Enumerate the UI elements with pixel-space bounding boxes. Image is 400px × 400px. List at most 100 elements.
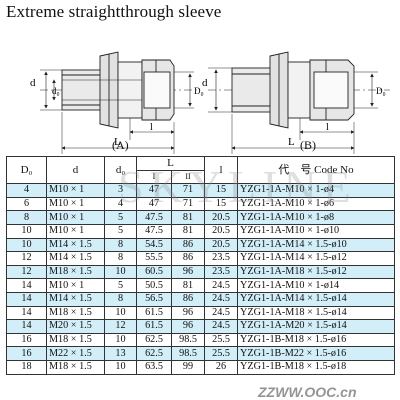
- cell-L-II: 96: [170, 305, 206, 321]
- cell-code: YZG1-1B-M18 × 1.5-ø16: [237, 332, 396, 348]
- cell-l: 24.5: [204, 305, 239, 321]
- cell-code: YZG1-1A-M10 × 1-ø10: [237, 223, 396, 239]
- cell-D0: 8: [6, 210, 47, 225]
- cell-D0: 10: [6, 237, 47, 253]
- cell-L-II: 81: [170, 210, 206, 225]
- cell-l: 20.5: [204, 237, 239, 253]
- cell-d0: 8: [104, 291, 137, 307]
- cell-D0: 14: [6, 291, 47, 307]
- cell-L-II: 86: [170, 291, 206, 307]
- cell-L-II: 86: [170, 237, 206, 253]
- header-L-II: II: [170, 169, 206, 185]
- cell-D0: 18: [6, 359, 47, 375]
- cell-d: M14 × 1.5: [46, 291, 105, 307]
- cell-l: 24.5: [204, 319, 239, 334]
- watermark-site: ZZWW.OOC.cn: [258, 384, 357, 400]
- cell-d: M18 × 1.5: [46, 264, 105, 280]
- cell-L-I: 54.5: [136, 237, 172, 253]
- cell-d0: 8: [104, 237, 137, 253]
- cell-D0: 14: [6, 305, 47, 321]
- cell-d: M14 × 1.5: [46, 251, 105, 266]
- cell-l: 15: [204, 183, 239, 198]
- cell-d: M18 × 1.5: [46, 332, 105, 348]
- header-d0: d₀: [104, 155, 137, 185]
- cell-l: 15: [204, 196, 239, 212]
- cell-code: YZG1-1A-M14 × 1.5-ø12: [237, 251, 396, 266]
- cell-L-II: 71: [170, 196, 206, 212]
- cell-code: YZG1-1A-M14 × 1.5-ø14: [237, 291, 396, 307]
- cell-D0: 16: [6, 346, 47, 361]
- figure-b-drawing: [208, 51, 390, 154]
- cell-L-I: 47: [136, 196, 172, 212]
- cell-L-I: 61.5: [136, 305, 172, 321]
- cell-l: 25.5: [204, 332, 239, 348]
- cell-d0: 3: [104, 183, 137, 198]
- cell-code: YZG1-1A-M10 × 1-ø8: [237, 210, 396, 225]
- cell-d0: 5: [104, 223, 137, 239]
- cell-L-I: 50.5: [136, 278, 172, 293]
- cell-l: 20.5: [204, 223, 239, 239]
- cell-D0: 14: [6, 319, 47, 334]
- cell-d: M10 × 1: [46, 278, 105, 293]
- header-code: 代 号 Code No: [237, 155, 396, 185]
- header-L: L: [135, 156, 206, 171]
- cell-L-II: 86: [170, 251, 206, 266]
- figure-b-label-D0: D₀: [376, 86, 386, 96]
- cell-code: YZG1-1A-M18 × 1.5-ø14: [237, 305, 396, 321]
- cell-d: M10 × 1: [46, 183, 105, 198]
- cell-L-I: 63.5: [136, 359, 172, 375]
- cell-l: 25.5: [204, 346, 239, 361]
- figure-a-label-l: l: [150, 122, 153, 133]
- figure-a-label-d: d: [30, 77, 36, 89]
- cell-d0: 5: [104, 210, 137, 225]
- cell-d: M18 × 1.5: [46, 359, 105, 375]
- cell-code: YZG1-1B-M18 × 1.5-ø18: [237, 359, 396, 375]
- cell-d: M18 × 1.5: [46, 305, 105, 321]
- header-d: d: [46, 155, 105, 185]
- cell-code: YZG1-1A-M10 × 1-ø4: [237, 183, 396, 198]
- cell-code: YZG1-1A-M10 × 1-ø14: [237, 278, 396, 293]
- cell-l: 24.5: [204, 278, 239, 293]
- figure-b-label-d: d: [202, 77, 208, 89]
- cell-code: YZG1-1A-M10 × 1-ø6: [237, 196, 396, 212]
- cell-l: 24.5: [204, 291, 239, 307]
- cell-L-I: 55.5: [136, 251, 172, 266]
- cell-L-II: 96: [170, 319, 206, 334]
- cell-d0: 13: [104, 346, 137, 361]
- cell-D0: 4: [6, 183, 47, 198]
- figure-a-drawing: [40, 51, 200, 154]
- figure-a-label-d0: d₀: [52, 86, 60, 96]
- cell-L-II: 71: [170, 183, 206, 198]
- cell-L-II: 99: [170, 359, 206, 375]
- cell-d0: 5: [104, 278, 137, 293]
- cell-D0: 12: [6, 264, 47, 280]
- cell-D0: 14: [6, 278, 47, 293]
- cell-D0: 12: [6, 251, 47, 266]
- cell-L-II: 98.5: [170, 332, 206, 348]
- cell-L-II: 81: [170, 278, 206, 293]
- cell-D0: 16: [6, 332, 47, 348]
- figure-a-label-D0: D₀: [194, 86, 204, 96]
- cell-L-II: 98.5: [170, 346, 206, 361]
- figure-a-label-L: L: [114, 136, 121, 148]
- cell-d: M10 × 1: [46, 223, 105, 239]
- cell-L-II: 96: [170, 264, 206, 280]
- cell-L-I: 60.5: [136, 264, 172, 280]
- cell-code: YZG1-1A-M20 × 1.5-ø14: [237, 319, 396, 334]
- cell-L-I: 61.5: [136, 319, 172, 334]
- cell-D0: 6: [6, 196, 47, 212]
- table-subheader-row: I II: [7, 169, 395, 185]
- cell-code: YZG1-1B-M22 × 1.5-ø16: [237, 346, 396, 361]
- cell-L-I: 47: [136, 183, 172, 198]
- page-title: Extreme straightthrough sleeve: [6, 2, 222, 21]
- figure-a-caption: (A): [112, 138, 129, 152]
- cell-d0: 8: [104, 251, 137, 266]
